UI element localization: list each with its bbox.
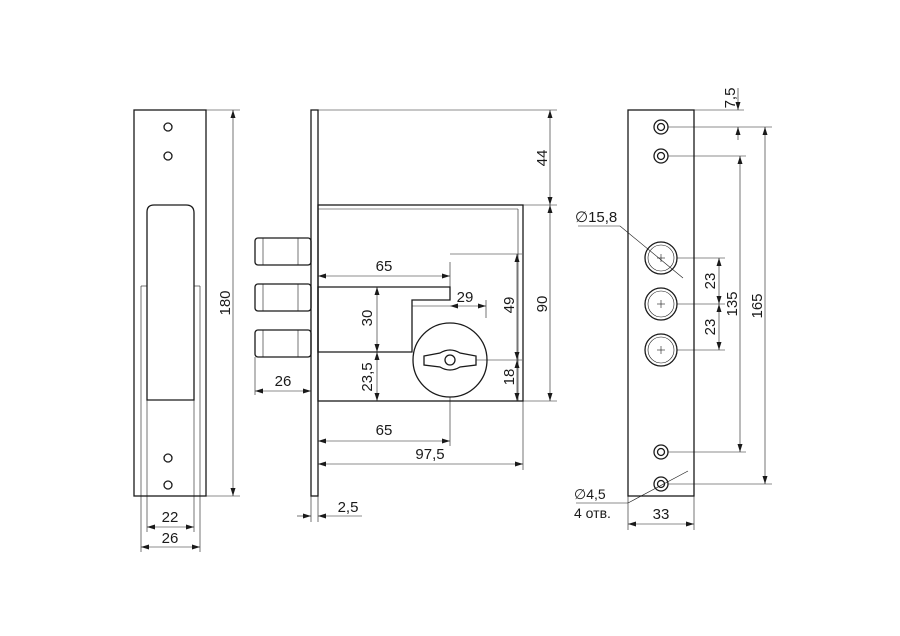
front-view: 44 90 65 65 97,5 29 4 bbox=[254, 109, 557, 522]
lock-case bbox=[317, 204, 524, 402]
screw-hole bbox=[163, 151, 173, 161]
dim-26-bolt: 26 bbox=[275, 373, 292, 390]
dim-44: 44 bbox=[534, 150, 551, 167]
dim-97-5: 97,5 bbox=[415, 446, 444, 463]
screw-hole bbox=[163, 453, 173, 463]
screw-hole bbox=[163, 122, 173, 132]
dim-2-5: 2,5 bbox=[338, 499, 359, 516]
dim-180: 180 bbox=[217, 290, 234, 315]
dim-18: 18 bbox=[501, 369, 518, 386]
keyhole bbox=[412, 322, 488, 398]
dim-30: 30 bbox=[359, 310, 376, 327]
dim-22: 22 bbox=[162, 509, 179, 526]
dim-65-top: 65 bbox=[376, 258, 393, 275]
dim-diam-15-8: ∅15,8 bbox=[575, 209, 617, 226]
dim-33: 33 bbox=[653, 506, 670, 523]
dim-90: 90 bbox=[534, 296, 551, 313]
dim-49: 49 bbox=[501, 297, 518, 314]
faceplate-edge bbox=[310, 109, 319, 497]
dim-165: 165 bbox=[749, 293, 766, 318]
faceplate-view: 7,5 ∅15,8 23 23 135 165 ∅4,5 4 отв. bbox=[574, 88, 772, 530]
dim-26: 26 bbox=[162, 530, 179, 547]
dim-23-upper: 23 bbox=[702, 273, 719, 290]
dim-diam-4-5: ∅4,5 bbox=[574, 486, 606, 502]
faceplate-side bbox=[133, 109, 207, 497]
dim-23-5: 23,5 bbox=[359, 362, 376, 391]
side-view: 180 22 26 bbox=[133, 109, 240, 552]
faceplate-front bbox=[627, 109, 695, 497]
bolt bbox=[254, 237, 312, 266]
screw-hole bbox=[163, 480, 173, 490]
dim-65-bottom: 65 bbox=[376, 422, 393, 439]
dim-23-lower: 23 bbox=[702, 319, 719, 336]
bolt-holes bbox=[644, 241, 678, 367]
dim-7-5: 7,5 bbox=[722, 88, 739, 109]
holes-count-label: 4 отв. bbox=[574, 505, 611, 521]
lock-case-side bbox=[146, 204, 195, 401]
dim-29: 29 bbox=[457, 289, 474, 306]
bolts bbox=[254, 237, 312, 358]
dim-135: 135 bbox=[724, 291, 741, 316]
bolt bbox=[254, 283, 312, 312]
bolt bbox=[254, 329, 312, 358]
inner-slot bbox=[317, 286, 451, 353]
